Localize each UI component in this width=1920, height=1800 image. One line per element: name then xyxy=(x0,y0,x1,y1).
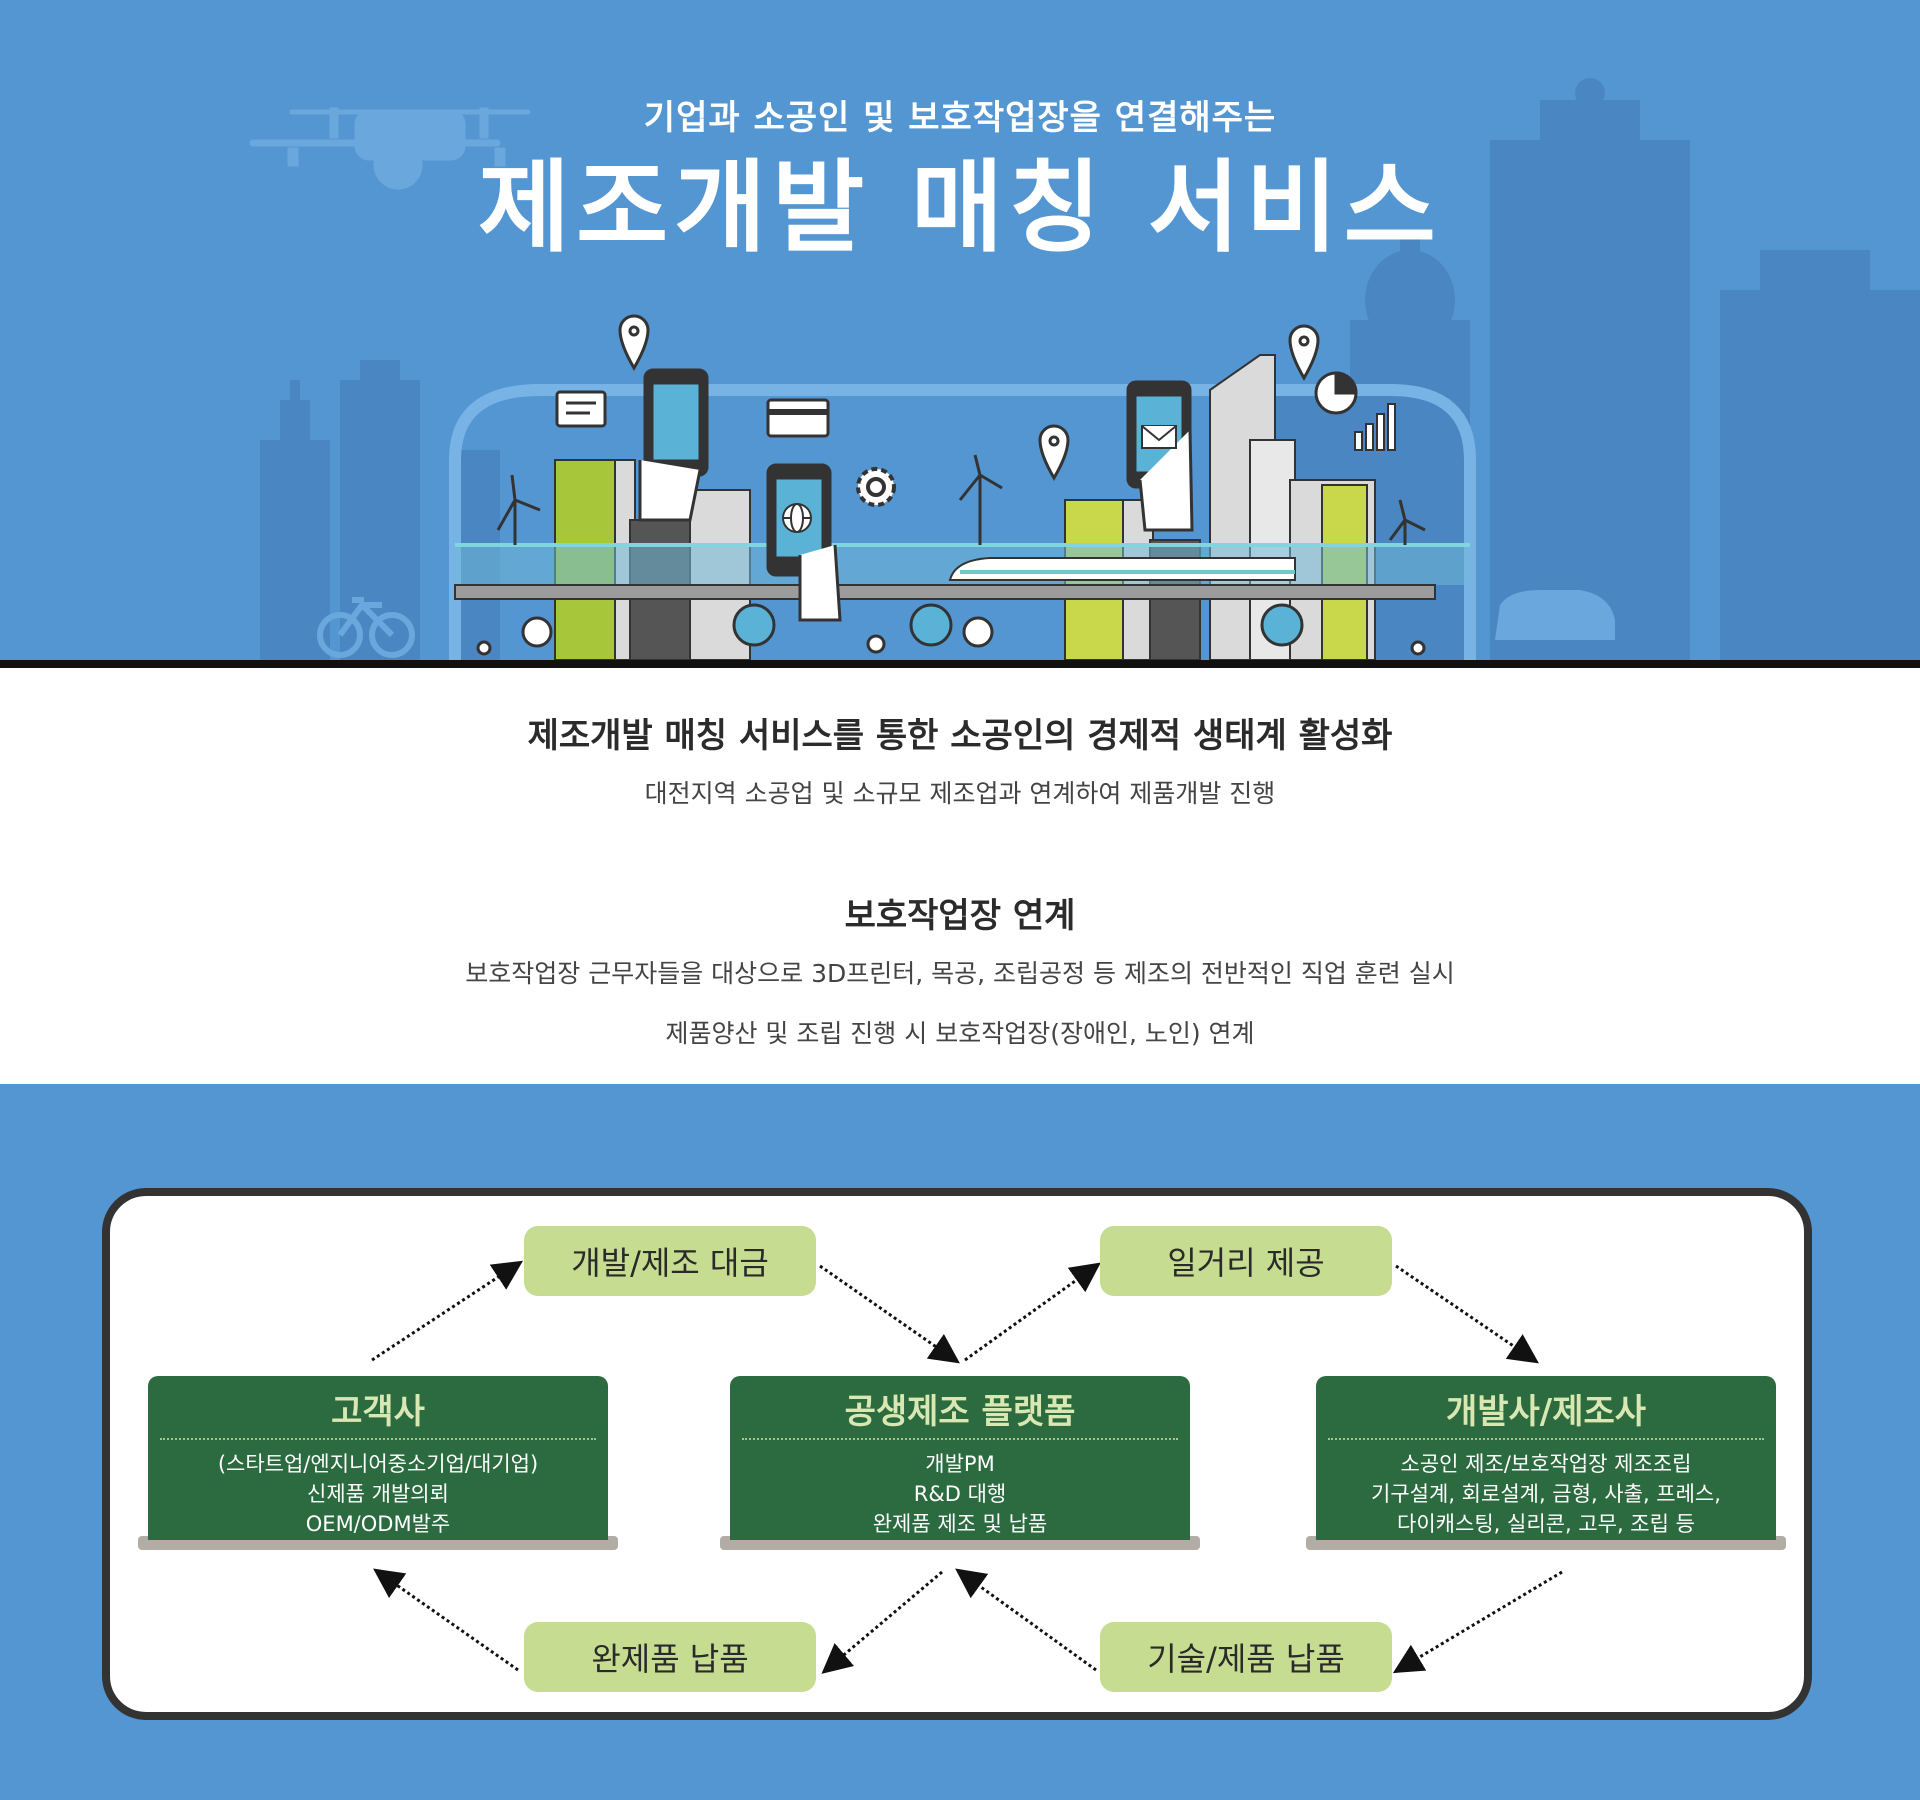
map-pin-icon xyxy=(1288,324,1320,381)
node-title: 공생제조 플랫폼 xyxy=(844,1392,1076,1432)
city-illustration xyxy=(0,78,1920,668)
bicycle-icon xyxy=(317,597,415,658)
manufacturer-node: 개발사/제조사 소공인 제조/보호작업장 제조조립 기구설계, 회로설계, 금형… xyxy=(1306,1376,1786,1556)
flow-section: 개발/제조 대금 일거리 제공 완제품 납품 기술/제품 납품 고객사 (스타트… xyxy=(0,1084,1920,1800)
gear-icon xyxy=(856,467,896,507)
tech-delivery-label: 기술/제품 납품 xyxy=(1100,1622,1392,1692)
node-line: 개발PM xyxy=(925,1452,995,1476)
pie-chart-icon xyxy=(1314,371,1358,415)
node-title: 개발사/제조사 xyxy=(1445,1392,1647,1432)
flow-diagram-panel: 개발/제조 대금 일거리 제공 완제품 납품 기술/제품 납품 고객사 (스타트… xyxy=(102,1188,1812,1720)
node-line: OEM/ODM발주 xyxy=(305,1512,451,1536)
divider xyxy=(1328,1438,1764,1440)
node-line: (스타트업/엔지니어중소기업/대기업) xyxy=(217,1452,539,1476)
hero-subtitle: 기업과 소공인 및 보호작업장을 연결해주는 xyxy=(643,98,1277,138)
bar-chart-icon xyxy=(1354,403,1396,451)
work-supply-label: 일거리 제공 xyxy=(1100,1226,1392,1296)
intro-heading: 제조개발 매칭 서비스를 통한 소공인의 경제적 생태계 활성화 xyxy=(527,716,1393,756)
map-pin-icon xyxy=(618,314,650,371)
workshop-line-1: 보호작업장 근무자들을 대상으로 3D프린터, 목공, 조립공정 등 제조의 전… xyxy=(465,959,1455,988)
intro-section: 제조개발 매칭 서비스를 통한 소공인의 경제적 생태계 활성화 대전지역 소공… xyxy=(0,668,1920,1084)
train-icon xyxy=(948,557,1296,581)
chat-icon xyxy=(555,390,607,428)
divider xyxy=(742,1438,1178,1440)
credit-card-icon xyxy=(766,398,830,438)
node-line: 소공인 제조/보호작업장 제조조립 xyxy=(1400,1452,1692,1476)
node-line: 다이캐스팅, 실리콘, 고무, 조립 등 xyxy=(1397,1512,1695,1536)
divider xyxy=(160,1438,596,1440)
customer-node: 고객사 (스타트업/엔지니어중소기업/대기업) 신제품 개발의뢰 OEM/ODM… xyxy=(138,1376,618,1556)
flow-arrows xyxy=(371,1260,1563,1674)
hero-title: 제조개발 매칭 서비스 xyxy=(478,149,1442,266)
workshop-line-2: 제품양산 및 조립 진행 시 보호작업장(장애인, 노인) 연계 xyxy=(665,1019,1255,1048)
payment-label: 개발/제조 대금 xyxy=(524,1226,816,1296)
hero-banner: 기업과 소공인 및 보호작업장을 연결해주는 제조개발 매칭 서비스 xyxy=(0,0,1920,668)
platform-node: 공생제조 플랫폼 개발PM R&D 대행 완제품 제조 및 납품 xyxy=(720,1376,1200,1556)
node-line: R&D 대행 xyxy=(913,1482,1007,1506)
wind-turbine-icon xyxy=(496,454,1426,545)
node-line: 완제품 제조 및 납품 xyxy=(872,1512,1048,1536)
globe-icon xyxy=(782,503,812,533)
workshop-heading: 보호작업장 연계 xyxy=(844,896,1076,936)
node-line: 신제품 개발의뢰 xyxy=(307,1482,449,1506)
node-line: 기구설계, 회로설계, 금형, 사출, 프레스, xyxy=(1371,1482,1721,1506)
map-pin-icon xyxy=(1038,424,1070,481)
mail-icon xyxy=(1141,425,1177,449)
intro-text: 대전지역 소공업 및 소규모 제조업과 연계하여 제품개발 진행 xyxy=(644,779,1276,808)
drone-icon xyxy=(249,107,531,190)
node-title: 고객사 xyxy=(331,1392,425,1432)
car-icon xyxy=(1495,590,1615,640)
product-delivery-label: 완제품 납품 xyxy=(524,1622,816,1692)
